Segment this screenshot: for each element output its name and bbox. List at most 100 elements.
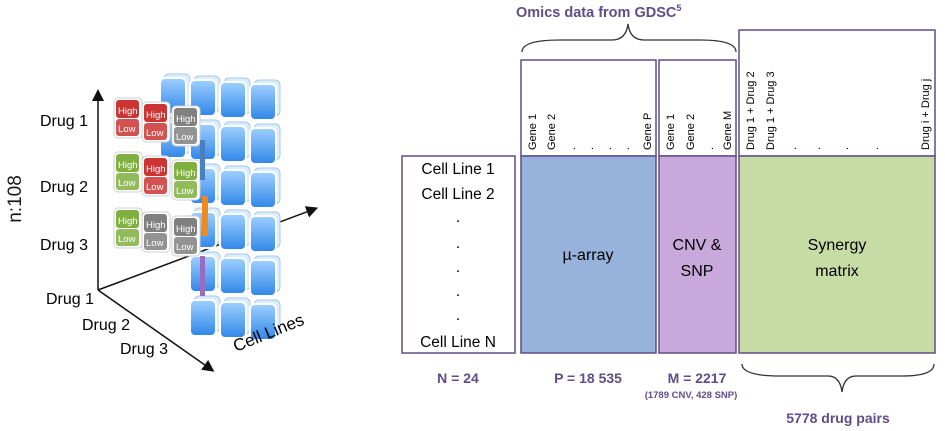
low-label: Low <box>146 128 164 139</box>
synergy-body <box>738 155 936 354</box>
gene-label: Gene 2 <box>546 114 558 150</box>
depth-label-drug1: Drug 1 <box>46 291 94 308</box>
y-label-drug1: Drug 1 <box>40 113 88 130</box>
accent-blue <box>200 140 205 180</box>
low-label: Low <box>176 242 194 253</box>
low-label: Low <box>118 178 136 189</box>
drug-pair-label: Drug 1 + Drug 3 <box>765 71 777 150</box>
drug-pair-label: Drug i + Drug j <box>920 79 932 150</box>
high-label: High <box>118 106 138 117</box>
low-label: Low <box>176 132 194 143</box>
drug-pair-label: . <box>839 147 851 150</box>
gene-label: Gene P <box>642 113 654 150</box>
synergy-label-1: Synergy <box>808 237 867 254</box>
gene-label: . <box>566 147 578 150</box>
gene-label: . <box>620 147 632 150</box>
gene-label: . <box>584 147 596 150</box>
low-label: Low <box>146 238 164 249</box>
accent-purple <box>200 256 205 296</box>
high-label: High <box>176 114 196 125</box>
cell-line-tile <box>249 167 281 209</box>
low-label: Low <box>146 182 164 193</box>
microarray-body <box>520 155 657 354</box>
cell-line-tile <box>189 295 221 337</box>
drug-tiles: HighLowHighLowHighLowHighLowHighLowHighL… <box>113 97 208 296</box>
cell-line-tile <box>249 299 281 341</box>
cnv-body <box>658 155 737 354</box>
omics-header: Omics data from GDSC5 <box>516 3 681 21</box>
m-footer-sub: (1789 CNV, 428 SNP) <box>645 390 738 401</box>
cell-line-item: Cell Line N <box>420 334 496 351</box>
cell-line-tile <box>249 79 281 121</box>
y-label-drug2: Drug 2 <box>40 179 88 196</box>
low-label: Low <box>118 234 136 245</box>
cell-line-item: . <box>456 209 460 226</box>
high-label: High <box>146 220 166 231</box>
cell-line-tile <box>249 123 281 165</box>
cell-line-tile <box>219 121 251 163</box>
microarray-header-box <box>520 59 657 157</box>
high-label: High <box>146 110 166 121</box>
gene-label: Gene M <box>722 111 734 150</box>
drug-pair-label: . <box>869 147 881 150</box>
low-label: Low <box>176 186 194 197</box>
cell-line-tile <box>219 209 251 251</box>
cell-line-tile <box>219 165 251 207</box>
cnv-label-2: SNP <box>681 263 714 280</box>
drug-pair-label: Drug 1 + Drug 2 <box>745 71 757 150</box>
gene-label: Gene 1 <box>527 114 539 150</box>
cell-line-tile <box>219 253 251 295</box>
cnv-label-1: CNV & <box>673 237 722 254</box>
microarray-label: µ-array <box>563 247 614 264</box>
gene-label: Gene 1 <box>665 114 677 150</box>
cell-line-tile <box>189 75 221 117</box>
cell-line-item: . <box>456 259 460 276</box>
cell-line-item: Cell Line 1 <box>421 161 494 178</box>
cnv-header-box <box>658 59 737 157</box>
cell-line-item: . <box>456 307 460 324</box>
depth-label-drug2: Drug 2 <box>82 317 130 334</box>
gene-label: Gene 2 <box>685 114 697 150</box>
cell-line-item: . <box>456 235 460 252</box>
drug-pair-label: . <box>811 147 823 150</box>
cell-line-tile <box>219 297 251 339</box>
depth-label-drug3: Drug 3 <box>120 341 168 358</box>
accent-orange <box>202 196 208 236</box>
cell-line-item: Cell Line 2 <box>421 186 494 203</box>
y-label-drug3: Drug 3 <box>40 237 88 254</box>
cell-line-tile <box>249 211 281 253</box>
cell-line-item: . <box>456 283 460 300</box>
synergy-brace <box>741 363 935 393</box>
high-label: High <box>118 160 138 171</box>
gene-label: . <box>602 147 614 150</box>
low-label: Low <box>118 124 136 135</box>
cell-line-box <box>401 155 516 354</box>
m-footer: M = 2217 <box>668 370 727 386</box>
gene-label: . <box>704 147 716 150</box>
high-label: High <box>176 224 196 235</box>
n-footer: N = 24 <box>437 370 479 386</box>
p-footer: P = 18 535 <box>554 370 622 386</box>
cell-line-tile <box>249 255 281 297</box>
high-label: High <box>176 168 196 179</box>
depth-axis <box>97 289 215 372</box>
high-label: High <box>118 216 138 227</box>
omics-brace <box>521 23 737 53</box>
pairs-footer: 5778 drug pairs <box>786 410 890 426</box>
cell-line-tile <box>219 77 251 119</box>
high-label: High <box>146 164 166 175</box>
synergy-label-2: matrix <box>815 263 859 280</box>
synergy-header-box <box>738 29 936 157</box>
drug-pair-label: . <box>787 147 799 150</box>
